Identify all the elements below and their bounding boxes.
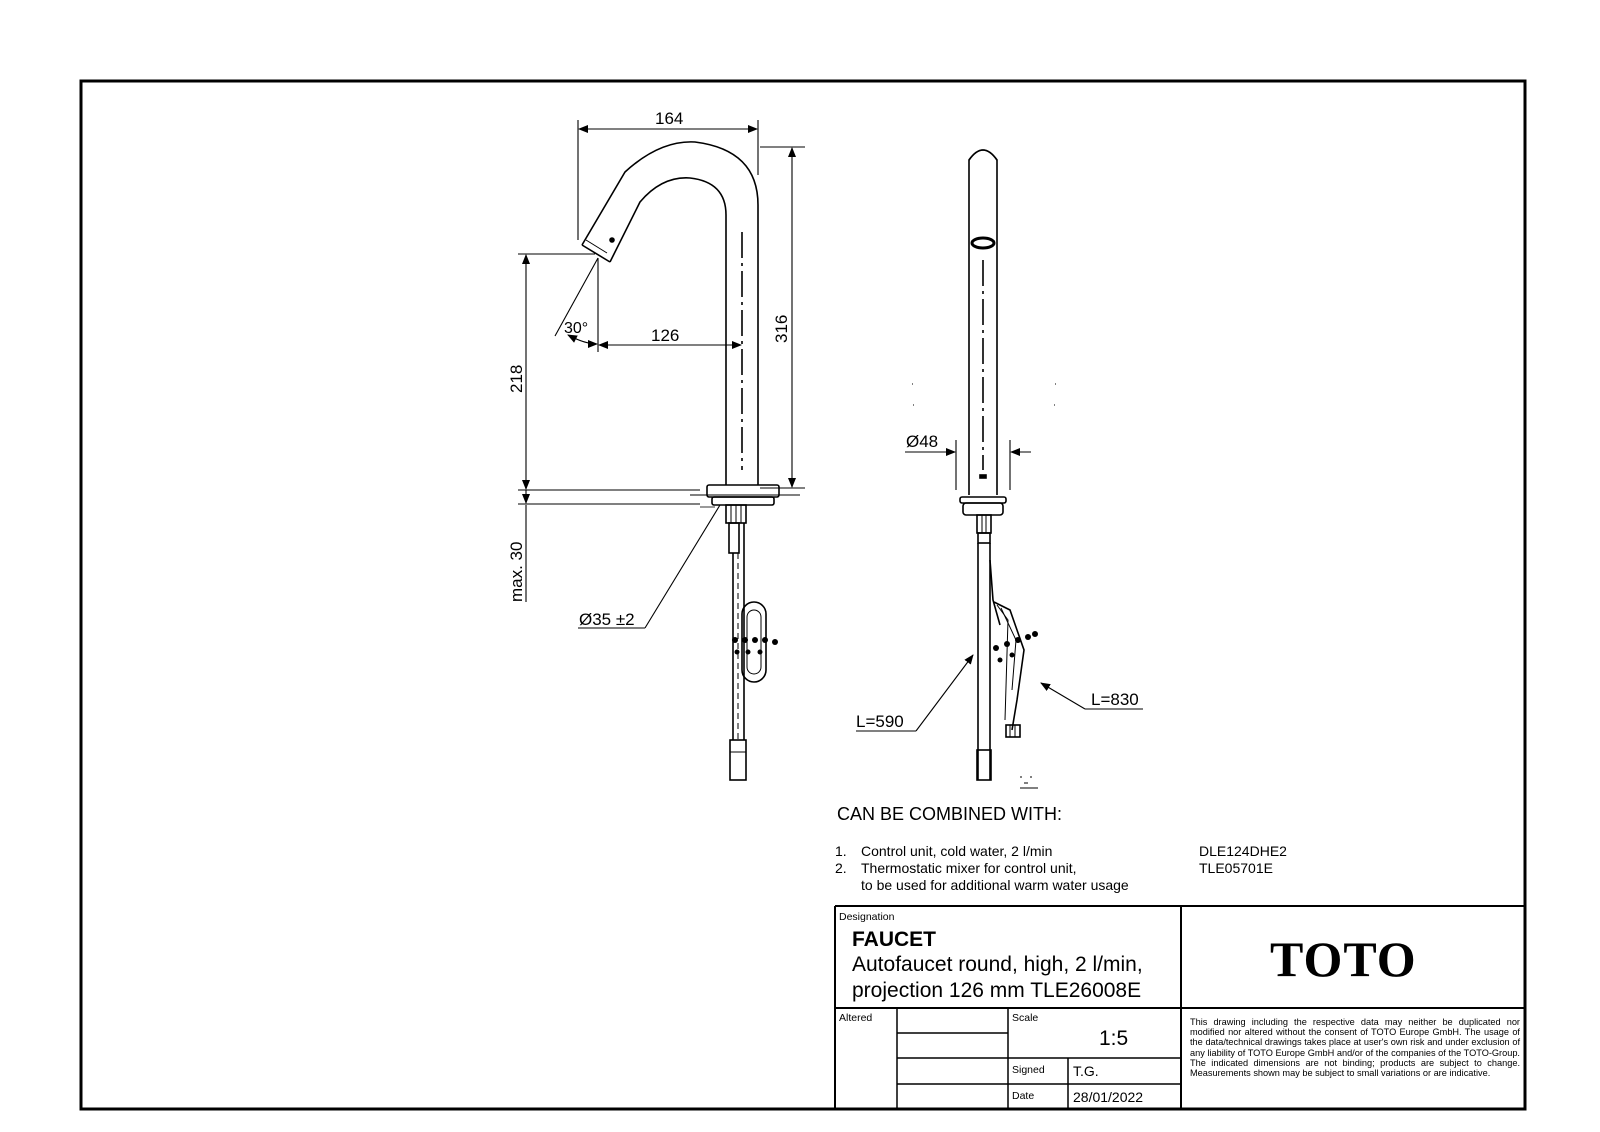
- dim-cable-length-1: L=590: [856, 712, 904, 731]
- combined-title: CAN BE COMBINED WITH:: [837, 804, 1063, 824]
- side-view-dimensions: [518, 120, 805, 629]
- side-view: [581, 141, 800, 781]
- list-item: 1. Control unit, cold water, 2 l/min DLE…: [835, 843, 1287, 860]
- dim-cable-length-2: L=830: [1091, 690, 1139, 709]
- product-description-line1: Autofaucet round, high, 2 l/min,: [852, 953, 1143, 976]
- front-view: [912, 149, 1056, 789]
- designation-label: Designation: [839, 911, 895, 923]
- item-number: 2.: [835, 860, 847, 876]
- legal-disclaimer: This drawing including the respective da…: [1190, 1017, 1520, 1079]
- title-block-grid: [834, 905, 1525, 1109]
- scale-label: Scale: [1012, 1012, 1039, 1024]
- brand-logo: TOTO: [1270, 931, 1417, 987]
- date-label: Date: [1012, 1090, 1035, 1102]
- product-name: FAUCET: [852, 928, 936, 951]
- dim-projection: 126: [651, 326, 679, 345]
- product-description-line2: projection 126 mm TLE26008E: [852, 979, 1142, 1002]
- item-description: Thermostatic mixer for control unit,: [861, 860, 1077, 876]
- dim-spout-height: 218: [507, 365, 526, 393]
- item-description: to be used for additional warm water usa…: [861, 877, 1129, 893]
- item-number: [835, 877, 861, 894]
- item-description: Control unit, cold water, 2 l/min: [861, 843, 1053, 859]
- scale-value: 1:5: [1099, 1027, 1129, 1050]
- side-view-labels: 164 316 218 max. 30 126 30° Ø35 ±2: [507, 109, 791, 629]
- front-view-labels: Ø48 L=590 L=830: [856, 432, 1139, 731]
- front-view-dimensions: [856, 440, 1143, 732]
- list-item: to be used for additional warm water usa…: [835, 877, 1287, 894]
- item-number: 1.: [835, 843, 847, 859]
- item-code: TLE05701E: [1199, 860, 1273, 876]
- dim-width-top: 164: [655, 109, 683, 128]
- dim-hole-diameter: Ø35 ±2: [579, 610, 635, 629]
- dim-body-diameter: Ø48: [906, 432, 938, 451]
- altered-label: Altered: [839, 1012, 873, 1024]
- signed-label: Signed: [1012, 1064, 1045, 1076]
- dim-angle: 30°: [564, 320, 588, 337]
- sheet-border: [79, 79, 1527, 1111]
- signed-value: T.G.: [1073, 1063, 1099, 1079]
- combined-list: 1. Control unit, cold water, 2 l/min DLE…: [835, 843, 1287, 894]
- item-code: DLE124DHE2: [1199, 843, 1287, 859]
- list-item: 2. Thermostatic mixer for control unit, …: [835, 860, 1287, 877]
- dim-max-thickness: max. 30: [507, 542, 526, 602]
- date-value: 28/01/2022: [1073, 1089, 1144, 1105]
- dim-height-total: 316: [772, 315, 791, 343]
